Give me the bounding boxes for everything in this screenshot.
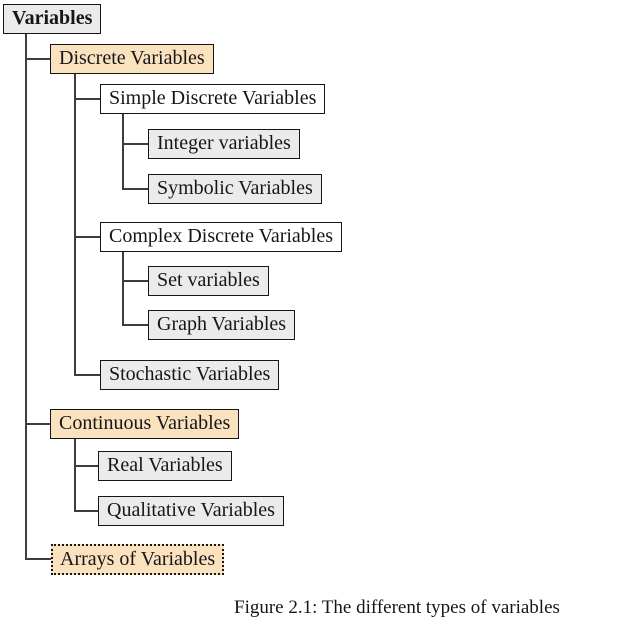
tree-connector-trunk-complex	[122, 252, 124, 326]
tree-connector-trunk-main	[25, 33, 27, 560]
node-integer-variables: Integer variables	[148, 129, 300, 159]
tree-connector-stub-complex	[74, 236, 100, 238]
tree-connector-stub-simple	[74, 98, 100, 100]
tree-connector-stub-symbolic	[122, 188, 148, 190]
tree-connector-trunk-simple	[122, 114, 124, 190]
node-complex-discrete-variables: Complex Discrete Variables	[100, 222, 343, 252]
tree-connector-stub-discrete	[25, 58, 50, 60]
node-arrays-of-variables: Arrays of Variables	[51, 544, 225, 576]
node-set-variables: Set variables	[148, 266, 269, 296]
node-stochastic-variables: Stochastic Variables	[100, 360, 280, 390]
tree-connector-stub-stochastic	[74, 374, 100, 376]
tree-connector-stub-arrays	[25, 558, 52, 560]
node-variables: Variables	[3, 4, 102, 34]
node-simple-discrete-variables: Simple Discrete Variables	[100, 84, 326, 114]
tree-connector-trunk-continuous	[74, 439, 76, 512]
tree-connector-stub-set	[122, 280, 148, 282]
tree-connector-trunk-discrete	[74, 74, 76, 376]
node-qualitative-variables: Qualitative Variables	[98, 496, 284, 526]
tree-connector-stub-graph	[122, 324, 148, 326]
node-graph-variables: Graph Variables	[148, 310, 296, 340]
tree-connector-stub-real	[74, 465, 98, 467]
node-real-variables: Real Variables	[98, 451, 232, 481]
node-discrete-variables: Discrete Variables	[50, 44, 214, 74]
tree-connector-stub-qualitative	[74, 510, 98, 512]
tree-connector-stub-continuous	[25, 423, 50, 425]
tree-connector-stub-integer	[122, 143, 148, 145]
node-continuous-variables: Continuous Variables	[50, 409, 240, 439]
node-symbolic-variables: Symbolic Variables	[148, 174, 322, 204]
figure-caption: Figure 2.1: The different types of varia…	[234, 597, 560, 618]
